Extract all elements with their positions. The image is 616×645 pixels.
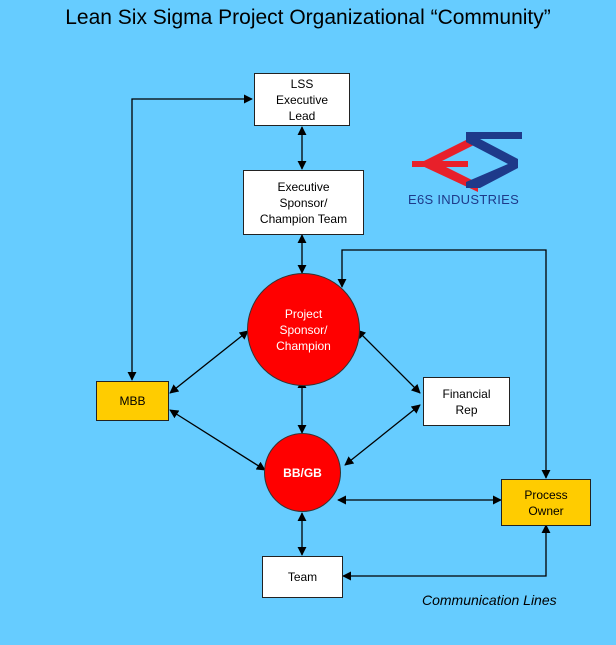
node-label: MBB (119, 394, 146, 408)
edge-team-owner (342, 524, 551, 581)
node-label: Team (287, 570, 318, 584)
edge-project-finrep (356, 329, 421, 394)
node-team: Team (262, 556, 343, 598)
logo-text: E6S INDUSTRIES (408, 192, 520, 207)
node-bb-gb: BB/GB (264, 433, 341, 512)
edge-mbb-bbgb (169, 409, 266, 471)
node-executive-sponsor-team: Executive Sponsor/ Champion Team (243, 170, 364, 235)
edge-mbb-lead (127, 94, 253, 381)
node-mbb: MBB (96, 381, 169, 421)
node-label: Process Owner (524, 487, 568, 518)
node-financial-rep: Financial Rep (423, 377, 510, 426)
node-label: Executive Sponsor/ Champion Team (259, 179, 348, 226)
node-process-owner: Process Owner (501, 479, 591, 526)
node-lss-executive-lead: LSS Executive Lead (254, 73, 350, 126)
e6s-logo-icon (412, 132, 522, 192)
edge-project-owner (337, 249, 551, 479)
edge-finrep-bbgb (344, 404, 421, 466)
edge-project-mbb (169, 330, 249, 394)
node-label: BB/GB (283, 465, 322, 480)
node-project-sponsor: Project Sponsor/ Champion (247, 273, 360, 386)
legend-communication-lines: Communication Lines (422, 592, 557, 608)
diagram-title: Lean Six Sigma Project Organizational “C… (65, 6, 551, 29)
node-label: LSS Executive Lead (275, 76, 329, 123)
node-label: Financial Rep (442, 386, 491, 417)
node-label: Project Sponsor/ Champion (276, 306, 331, 353)
